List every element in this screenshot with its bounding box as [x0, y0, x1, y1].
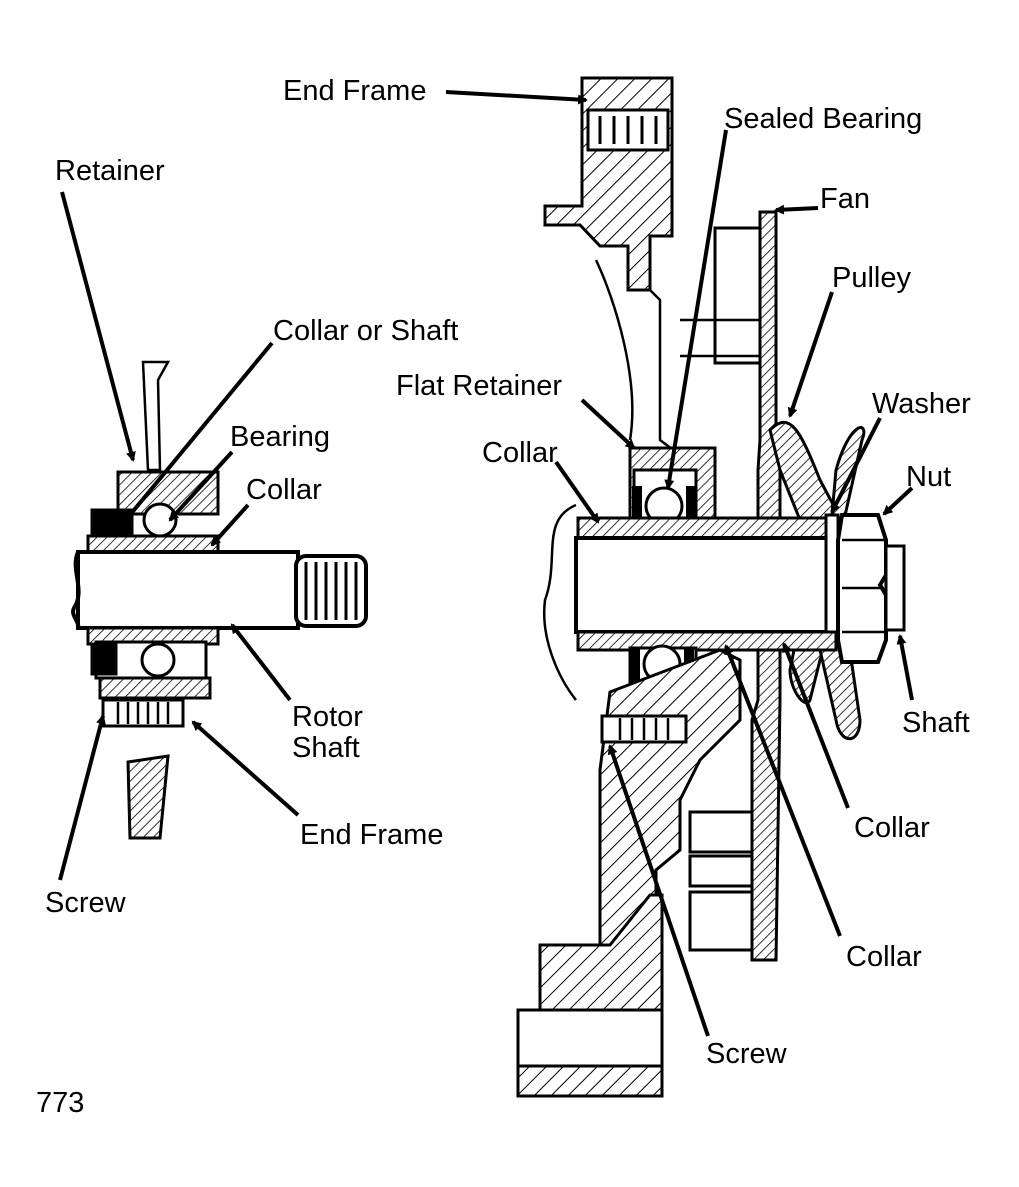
left-lower-seal — [90, 642, 118, 676]
left-rotor-shaft — [76, 550, 300, 630]
left-end-frame-leg — [126, 754, 170, 840]
right-collar-left-arrow — [554, 460, 600, 524]
left-shaft-break — [71, 551, 81, 629]
right-end-frame-arrow — [445, 90, 588, 105]
right-collar-bottom — [576, 630, 838, 652]
right-label-nut: Nut — [906, 461, 951, 493]
left-rotor-shaft-arrow — [230, 623, 292, 702]
right-collar-low-arrow — [724, 644, 842, 937]
right-end-frame-slot-ribs — [598, 116, 658, 144]
right-fan-lower-blade3 — [688, 890, 754, 952]
right-fan-lower-blade1 — [688, 810, 754, 854]
left-screw — [101, 698, 185, 728]
right-label-end-frame: End Frame — [283, 75, 426, 107]
right-label-screw: Screw — [706, 1038, 788, 1070]
right-view: End Frame Sealed Bearing Fan Pulley Flat… — [283, 75, 971, 1098]
right-shaft-arrow — [896, 634, 914, 701]
left-bearing-ball-bottom — [140, 642, 176, 678]
right-sealed-bearing-arrow — [664, 129, 728, 490]
right-flat-retainer-arrow — [580, 398, 636, 450]
right-shaft-end — [884, 544, 906, 632]
right-washer-arrow — [830, 417, 882, 514]
right-nut-arrow — [882, 486, 914, 516]
left-view: Retainer Collar or Shaft Bearing Collar … — [45, 155, 458, 919]
right-collar-mid-arrow — [782, 642, 850, 809]
right-fan-upper-blade — [713, 226, 762, 365]
right-end-frame-foot — [516, 1064, 664, 1098]
right-seal-bottom-left — [630, 648, 640, 684]
left-screw-threads — [116, 702, 170, 724]
left-label-rotor: Rotor — [292, 701, 363, 733]
right-label-collar-low: Collar — [846, 941, 922, 973]
figure-number: 773 — [36, 1087, 84, 1119]
right-seal-top-right — [686, 486, 696, 522]
left-screw-arrow — [58, 714, 106, 881]
left-label-shaft: Shaft — [292, 732, 360, 764]
right-seal-top-left — [632, 486, 642, 522]
right-label-washer: Washer — [872, 388, 971, 420]
right-end-frame-web — [594, 259, 634, 441]
left-label-collar-or-shaft: Collar or Shaft — [273, 315, 458, 347]
left-retainer-arrow — [60, 191, 136, 462]
right-label-flat-retainer: Flat Retainer — [396, 370, 562, 402]
left-label-end-frame: End Frame — [300, 819, 443, 851]
right-screw-threads — [618, 718, 670, 740]
right-collar-top — [576, 516, 838, 540]
left-end-frame-arrow — [191, 720, 300, 817]
left-bearing-arrow — [168, 450, 234, 522]
right-fan-lower-blade2 — [688, 854, 754, 888]
right-label-shaft: Shaft — [902, 707, 970, 739]
right-shaft-break — [542, 503, 577, 701]
left-label-retainer: Retainer — [55, 155, 165, 187]
left-label-collar: Collar — [246, 474, 322, 506]
right-end-frame-base-slot — [516, 1008, 664, 1068]
right-label-sealed-bearing: Sealed Bearing — [724, 103, 922, 135]
left-collar-or-shaft-arrow — [118, 341, 274, 529]
right-fan-arrow — [774, 204, 819, 215]
right-pulley-arrow — [787, 291, 834, 418]
left-shaft-spline — [294, 554, 368, 628]
left-collar-arrow — [210, 503, 250, 547]
left-spline-lines — [304, 562, 358, 620]
right-screw-arrow — [607, 744, 710, 1037]
right-label-collar-mid: Collar — [854, 812, 930, 844]
right-shaft — [574, 536, 832, 634]
right-label-collar-left: Collar — [482, 437, 558, 469]
left-retainer-bracket — [141, 360, 171, 472]
left-label-screw: Screw — [45, 887, 127, 919]
left-lower-housing — [98, 676, 212, 700]
right-label-pulley: Pulley — [832, 262, 911, 294]
left-label-bearing: Bearing — [230, 421, 330, 453]
right-label-fan: Fan — [820, 183, 870, 215]
